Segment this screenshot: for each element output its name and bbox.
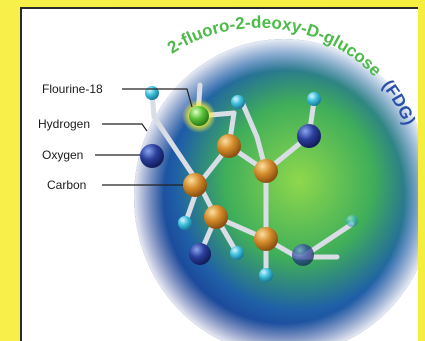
carbon-atom bbox=[254, 227, 278, 251]
oxygen-atom bbox=[140, 144, 164, 168]
label-hydrogen: Hydrogen bbox=[38, 117, 90, 131]
hydrogen-atom bbox=[178, 216, 192, 230]
label-oxygen: Oxygen bbox=[42, 148, 83, 162]
oxygen-atom bbox=[292, 244, 314, 266]
diagram-panel: Flourine-18 Hydrogen Oxygen Carbon 2-flu… bbox=[20, 7, 418, 341]
molecule-atoms bbox=[140, 86, 358, 282]
label-carbon: Carbon bbox=[47, 178, 86, 192]
fdg-molecule-diagram: Flourine-18 Hydrogen Oxygen Carbon 2-flu… bbox=[38, 13, 418, 341]
carbon-atom bbox=[217, 134, 241, 158]
oxygen-atom bbox=[297, 124, 321, 148]
hydrogen-atom bbox=[145, 86, 159, 100]
hydrogen-atom bbox=[307, 92, 321, 106]
hydrogen-atom bbox=[231, 95, 245, 109]
fluorine-atom bbox=[189, 106, 209, 126]
label-fluorine: Flourine-18 bbox=[42, 82, 103, 96]
carbon-atom bbox=[183, 173, 207, 197]
hydrogen-atom bbox=[230, 246, 244, 260]
carbon-atom bbox=[254, 159, 278, 183]
label-leaders bbox=[95, 88, 193, 186]
hydrogen-atom bbox=[346, 215, 358, 227]
carbon-atom bbox=[204, 205, 228, 229]
glow-sphere-fade bbox=[134, 39, 418, 341]
oxygen-atom bbox=[189, 243, 211, 265]
hydrogen-atom bbox=[259, 268, 273, 282]
